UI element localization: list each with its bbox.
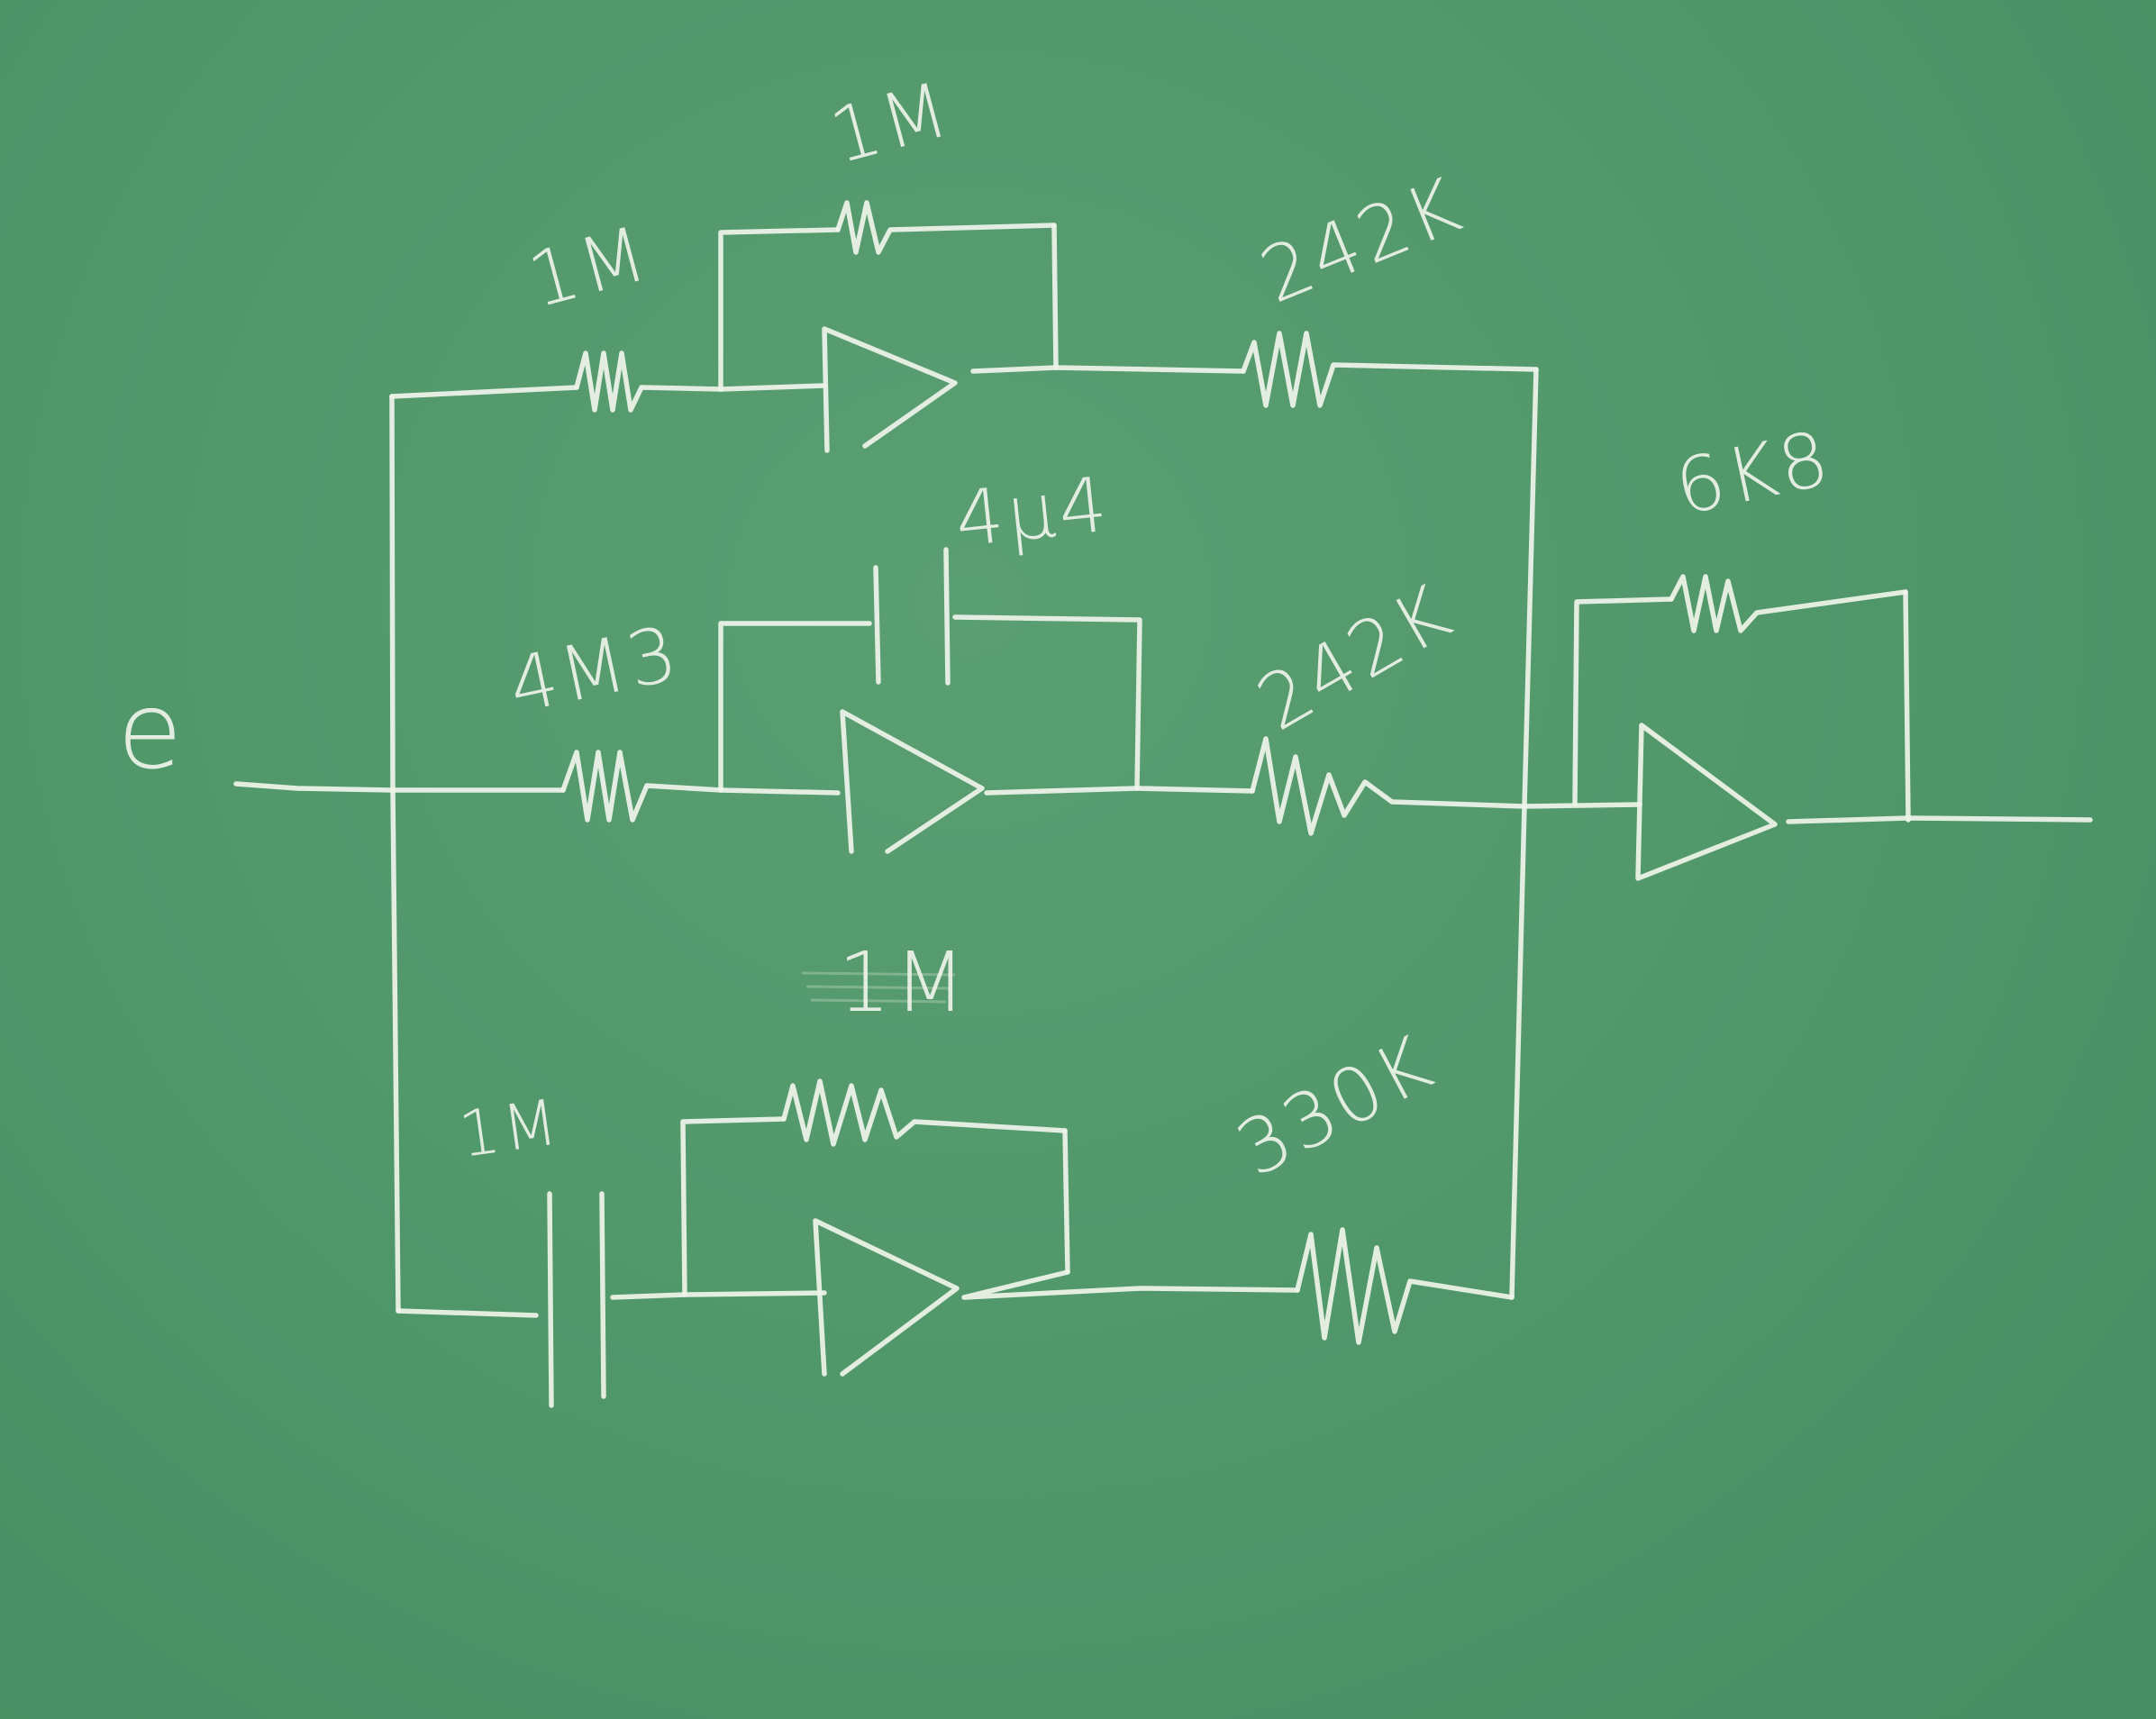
summing-amp-output [1786,815,2093,824]
bottom-feedback-resistor-label: 1M [838,934,969,1031]
middle-input-resistor [560,750,723,823]
middle-feedback-capacitor [873,547,951,686]
middle-feedback-right [952,614,1142,791]
summing-feedback-resistor [1669,574,1908,633]
middle-amp-output [984,786,1255,796]
middle-feedback-capacitor-label: 4µ4 [951,459,1115,564]
middle-feedback-left [718,621,872,793]
input-wire [233,781,395,793]
top-wire-left [389,385,579,399]
input-label: e [117,668,186,793]
top-amp [822,326,958,453]
bottom-wire-to-amp [610,1290,827,1300]
bottom-feedback-left [680,1116,787,1297]
top-feedback-resistor [835,200,1057,255]
bottom-feedback-resistor [781,1078,1068,1147]
summing-amp [1635,723,1778,881]
bottom-input-capacitor [547,1191,606,1408]
top-amp-output [970,365,1246,374]
top-wire-to-amp [718,383,827,392]
bottom-amp [813,1218,960,1377]
bottom-input-capacitor-label: 1M [454,1085,566,1172]
summing-feedback-right [1903,589,1911,823]
right-bus [1509,367,1539,1300]
summing-feedback-left [1572,596,1674,807]
chalk-smudge [801,971,956,1004]
top-output-resistor [1241,331,1539,408]
top-input-resistor [574,350,723,413]
bottom-feedback-right [1062,1128,1070,1275]
middle-amp [840,709,985,854]
left-bus [389,394,401,1314]
summing-input-wire [1522,802,1642,809]
middle-wire-to-amp [718,787,841,796]
bottom-wire-left [396,1308,539,1318]
bottom-output-resistor [1295,1227,1515,1345]
top-feedback-right [1051,223,1059,370]
top-feedback-left [718,227,841,392]
middle-output-resistor [1250,736,1527,836]
bottom-amp-output [961,1269,1300,1300]
